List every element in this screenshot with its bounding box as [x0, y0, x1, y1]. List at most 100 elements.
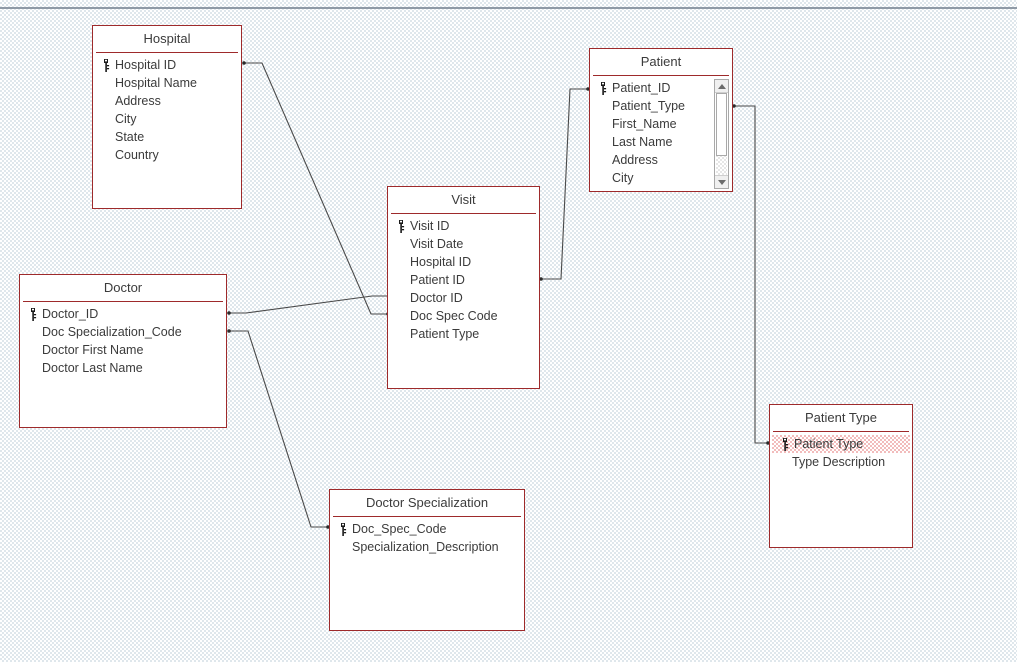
table-title-divider [593, 75, 729, 76]
field-name: First_Name [612, 117, 677, 131]
field-row[interactable]: Address [590, 151, 732, 169]
field-row[interactable]: Visit Date [388, 235, 539, 253]
field-row[interactable]: Doc Spec Code [388, 307, 539, 325]
field-row[interactable]: First_Name [590, 115, 732, 133]
field-name: Doc_Spec_Code [352, 522, 447, 536]
field-row[interactable]: Last Name [590, 133, 732, 151]
key-icon [394, 219, 408, 233]
table-title[interactable]: Doctor [103, 280, 143, 295]
field-name: City [115, 112, 137, 126]
relationship-endpoint [227, 329, 231, 333]
field-row[interactable]: Hospital ID [388, 253, 539, 271]
field-row[interactable]: Hospital ID [93, 56, 241, 74]
field-row[interactable]: State [93, 128, 241, 146]
field-row[interactable]: Doctor First Name [20, 341, 226, 359]
field-name: Doctor First Name [42, 343, 144, 357]
scroll-down-arrow-icon [717, 179, 726, 185]
field-row[interactable]: Doc_Spec_Code [330, 520, 524, 538]
field-row[interactable]: Address [93, 92, 241, 110]
field-name: Hospital Name [115, 76, 197, 90]
table-title-divider [773, 431, 909, 432]
table-title[interactable]: Patient Type [804, 410, 878, 425]
field-row[interactable]: Patient Type [388, 325, 539, 343]
table-title[interactable]: Patient [640, 54, 682, 69]
scroll-up-button[interactable] [715, 80, 728, 93]
table-title-divider [96, 52, 238, 53]
field-name: Address [115, 94, 161, 108]
field-row[interactable]: City [93, 110, 241, 128]
field-row[interactable]: Type Description [770, 453, 912, 471]
table-title[interactable]: Visit [451, 192, 476, 207]
top-divider [0, 7, 1017, 9]
field-row[interactable]: Patient ID [388, 271, 539, 289]
field-row[interactable]: Doctor Last Name [20, 359, 226, 377]
relationship-line[interactable] [734, 105, 768, 444]
key-icon [782, 437, 788, 451]
relationship-endpoint [242, 61, 246, 65]
field-row-selected[interactable]: Patient Type [772, 435, 910, 453]
field-row[interactable]: Hospital Name [93, 74, 241, 92]
field-name: Doctor ID [410, 291, 463, 305]
table-title-divider [23, 301, 223, 302]
field-name: Patient Type [410, 327, 480, 341]
field-name: Visit Date [410, 237, 464, 251]
key-icon [778, 437, 792, 451]
field-name: Hospital ID [410, 255, 472, 269]
key-icon [336, 522, 350, 536]
field-row[interactable]: Doc Specialization_Code [20, 323, 226, 341]
scrollbar-thumb[interactable] [716, 93, 727, 156]
field-row[interactable]: Doctor_ID [20, 305, 226, 323]
field-name: Country [115, 148, 159, 162]
relationship-line[interactable] [229, 330, 328, 528]
field-row[interactable]: City [590, 169, 732, 187]
field-name: Specialization_Description [352, 540, 499, 554]
table-title-divider [333, 516, 521, 517]
field-row[interactable]: Specialization_Description [330, 538, 524, 556]
relationship-line[interactable] [541, 88, 588, 280]
field-row[interactable]: Doctor ID [388, 289, 539, 307]
field-row[interactable]: Visit ID [388, 217, 539, 235]
field-row[interactable]: Patient_ID [590, 79, 732, 97]
field-name: Type Description [792, 455, 886, 469]
table-title[interactable]: Doctor Specialization [365, 495, 489, 510]
key-icon [340, 522, 346, 536]
relationship-endpoint [227, 311, 231, 315]
key-icon [99, 58, 113, 72]
field-name: Doc Spec Code [410, 309, 498, 323]
scroll-up-arrow-icon [717, 83, 726, 89]
field-name: Doctor_ID [42, 307, 99, 321]
field-name: City [612, 171, 634, 185]
field-name: Patient ID [410, 273, 465, 287]
relationship-line[interactable] [244, 62, 388, 315]
key-icon [600, 81, 606, 95]
field-name: Address [612, 153, 658, 167]
field-row[interactable]: Country [93, 146, 241, 164]
field-name: State [115, 130, 145, 144]
scroll-down-button[interactable] [715, 175, 728, 188]
field-name: Patient_ID [612, 81, 671, 95]
table-title-divider [391, 213, 536, 214]
field-name: Last Name [612, 135, 673, 149]
field-row[interactable]: Patient_Type [590, 97, 732, 115]
vertical-scrollbar[interactable] [714, 79, 729, 189]
relationship-line[interactable] [229, 295, 389, 314]
key-icon [103, 58, 109, 72]
field-name: Patient Type [794, 437, 864, 451]
key-icon [30, 307, 36, 321]
key-icon [398, 219, 404, 233]
field-name: Doc Specialization_Code [42, 325, 182, 339]
table-title[interactable]: Hospital [143, 31, 191, 46]
